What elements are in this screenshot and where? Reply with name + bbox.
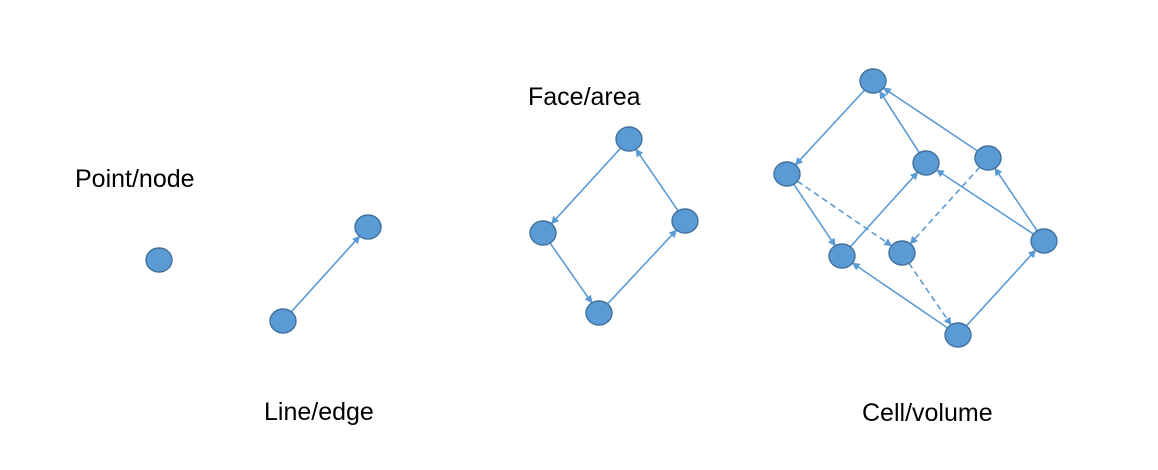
- edge-c2-c5: [793, 183, 836, 247]
- node-p: [145, 247, 173, 273]
- node-c5: [828, 243, 856, 269]
- node-c1: [859, 68, 887, 94]
- edge-c8-c5: [851, 262, 948, 329]
- node-c3: [912, 150, 940, 176]
- edge-c3-c1: [879, 90, 920, 154]
- edge-f2-f3: [549, 242, 593, 304]
- label-line-edge: Line/edge: [264, 398, 374, 426]
- node-f2: [529, 220, 557, 246]
- edge-c8-c7: [965, 249, 1037, 327]
- label-point-node: Point/node: [75, 165, 195, 193]
- edge-c4-c6-hidden: [909, 166, 981, 245]
- edges-group: [290, 87, 1038, 329]
- edge-c7-c3: [935, 169, 1034, 235]
- edge-c7-c4: [994, 167, 1038, 232]
- node-c7: [1030, 228, 1058, 254]
- node-c8: [944, 322, 972, 348]
- node-f3: [585, 300, 613, 326]
- node-f4: [671, 208, 699, 234]
- edge-c6-c8-hidden: [908, 262, 952, 326]
- edge-l1-l2: [290, 235, 361, 313]
- edge-c5-c3: [849, 171, 919, 248]
- edge-c1-c2: [794, 89, 866, 166]
- node-l1: [269, 308, 297, 334]
- edge-f1-f2: [550, 147, 622, 225]
- label-face-area: Face/area: [528, 83, 641, 111]
- edge-f4-f1: [635, 148, 679, 212]
- node-c4: [974, 145, 1002, 171]
- node-f1: [615, 126, 643, 152]
- nodes-group: [145, 68, 1058, 348]
- edge-f3-f4: [606, 229, 678, 305]
- node-c2: [773, 161, 801, 187]
- node-l2: [354, 214, 382, 240]
- label-cell-volume: Cell/volume: [862, 399, 993, 427]
- edge-c4-c1: [882, 87, 978, 152]
- edge-c2-c6-hidden: [796, 180, 893, 247]
- node-c6: [888, 240, 916, 266]
